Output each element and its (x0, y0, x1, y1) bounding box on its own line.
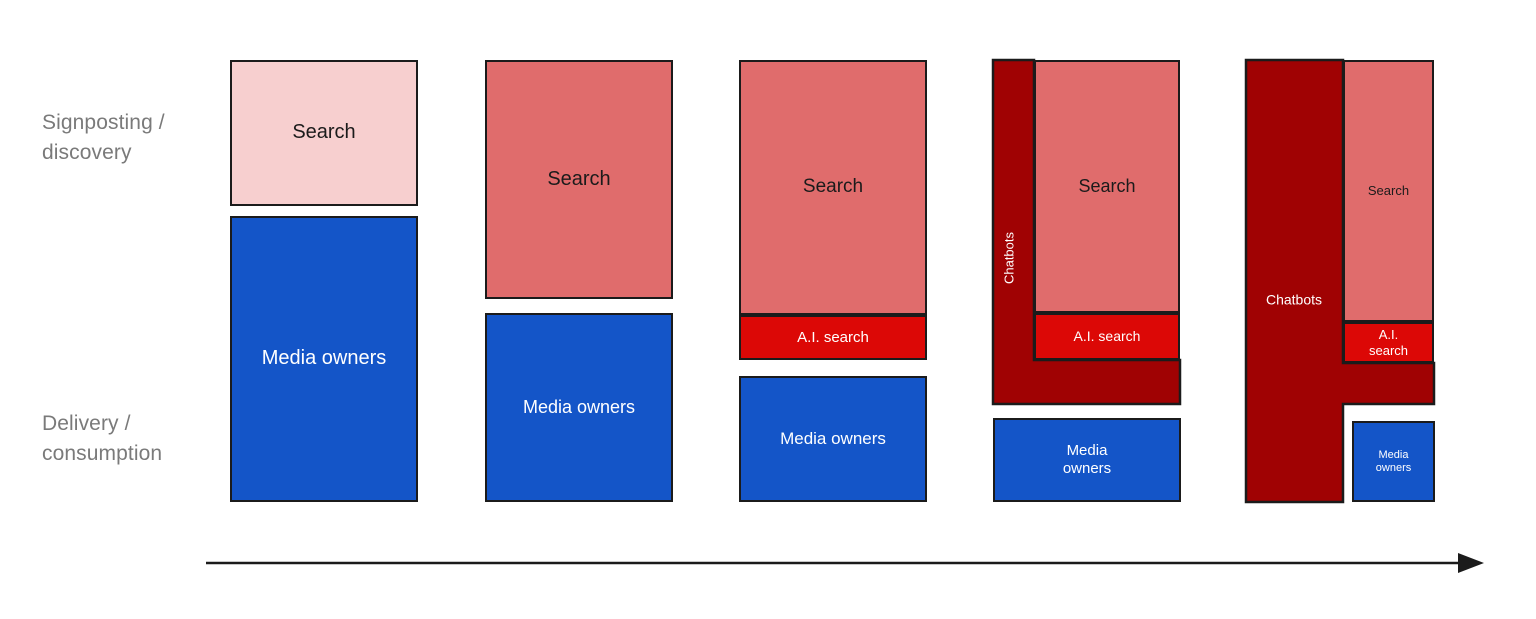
col5-chatbots-label: Chatbots (1265, 291, 1323, 308)
col2-search-label: Search (547, 167, 611, 190)
col1-media-owners: Media owners (230, 216, 418, 502)
col5-media-owners-label: Media owners (1375, 448, 1412, 474)
col4-media-owners-label: Media owners (1062, 442, 1112, 477)
col2-media-owners: Media owners (485, 313, 673, 502)
col3-ai-search: A.I. search (739, 315, 927, 360)
col1-search-label: Search (292, 121, 356, 144)
col4-search-label: Search (1078, 175, 1136, 196)
axis-label-delivery-consumption: Delivery / consumption (42, 412, 163, 465)
col4-chatbots-label: Chatbots (1001, 231, 1017, 285)
col1-media-owners-label: Media owners (261, 347, 387, 370)
col2-media-owners-label: Media owners (522, 396, 636, 417)
col4-media-owners: Media owners (993, 418, 1181, 502)
col3-media-owners: Media owners (739, 376, 927, 502)
col3-search-label: Search (802, 176, 864, 198)
col3-search: Search (739, 60, 927, 315)
col4-search: Search (1034, 60, 1180, 313)
col4-ai-search-label: A.I. search (1073, 328, 1141, 345)
axis-label-signposting-discovery: Signposting / discovery (42, 111, 165, 164)
col3-media-owners-label: Media owners (780, 428, 886, 448)
col3-ai-search-label: A.I. search (797, 328, 869, 346)
col2-search: Search (485, 60, 673, 299)
col5-search: Search (1343, 60, 1434, 322)
time-progression-arrow (206, 553, 1484, 573)
col5-ai-search: A.I. search (1343, 322, 1434, 363)
col4-ai-search: A.I. search (1034, 313, 1180, 360)
col5-search-label: Search (1367, 183, 1410, 199)
col5-ai-search-label: A.I. search (1368, 327, 1409, 358)
col1-search: Search (230, 60, 418, 206)
col5-media-owners: Media owners (1352, 421, 1435, 502)
